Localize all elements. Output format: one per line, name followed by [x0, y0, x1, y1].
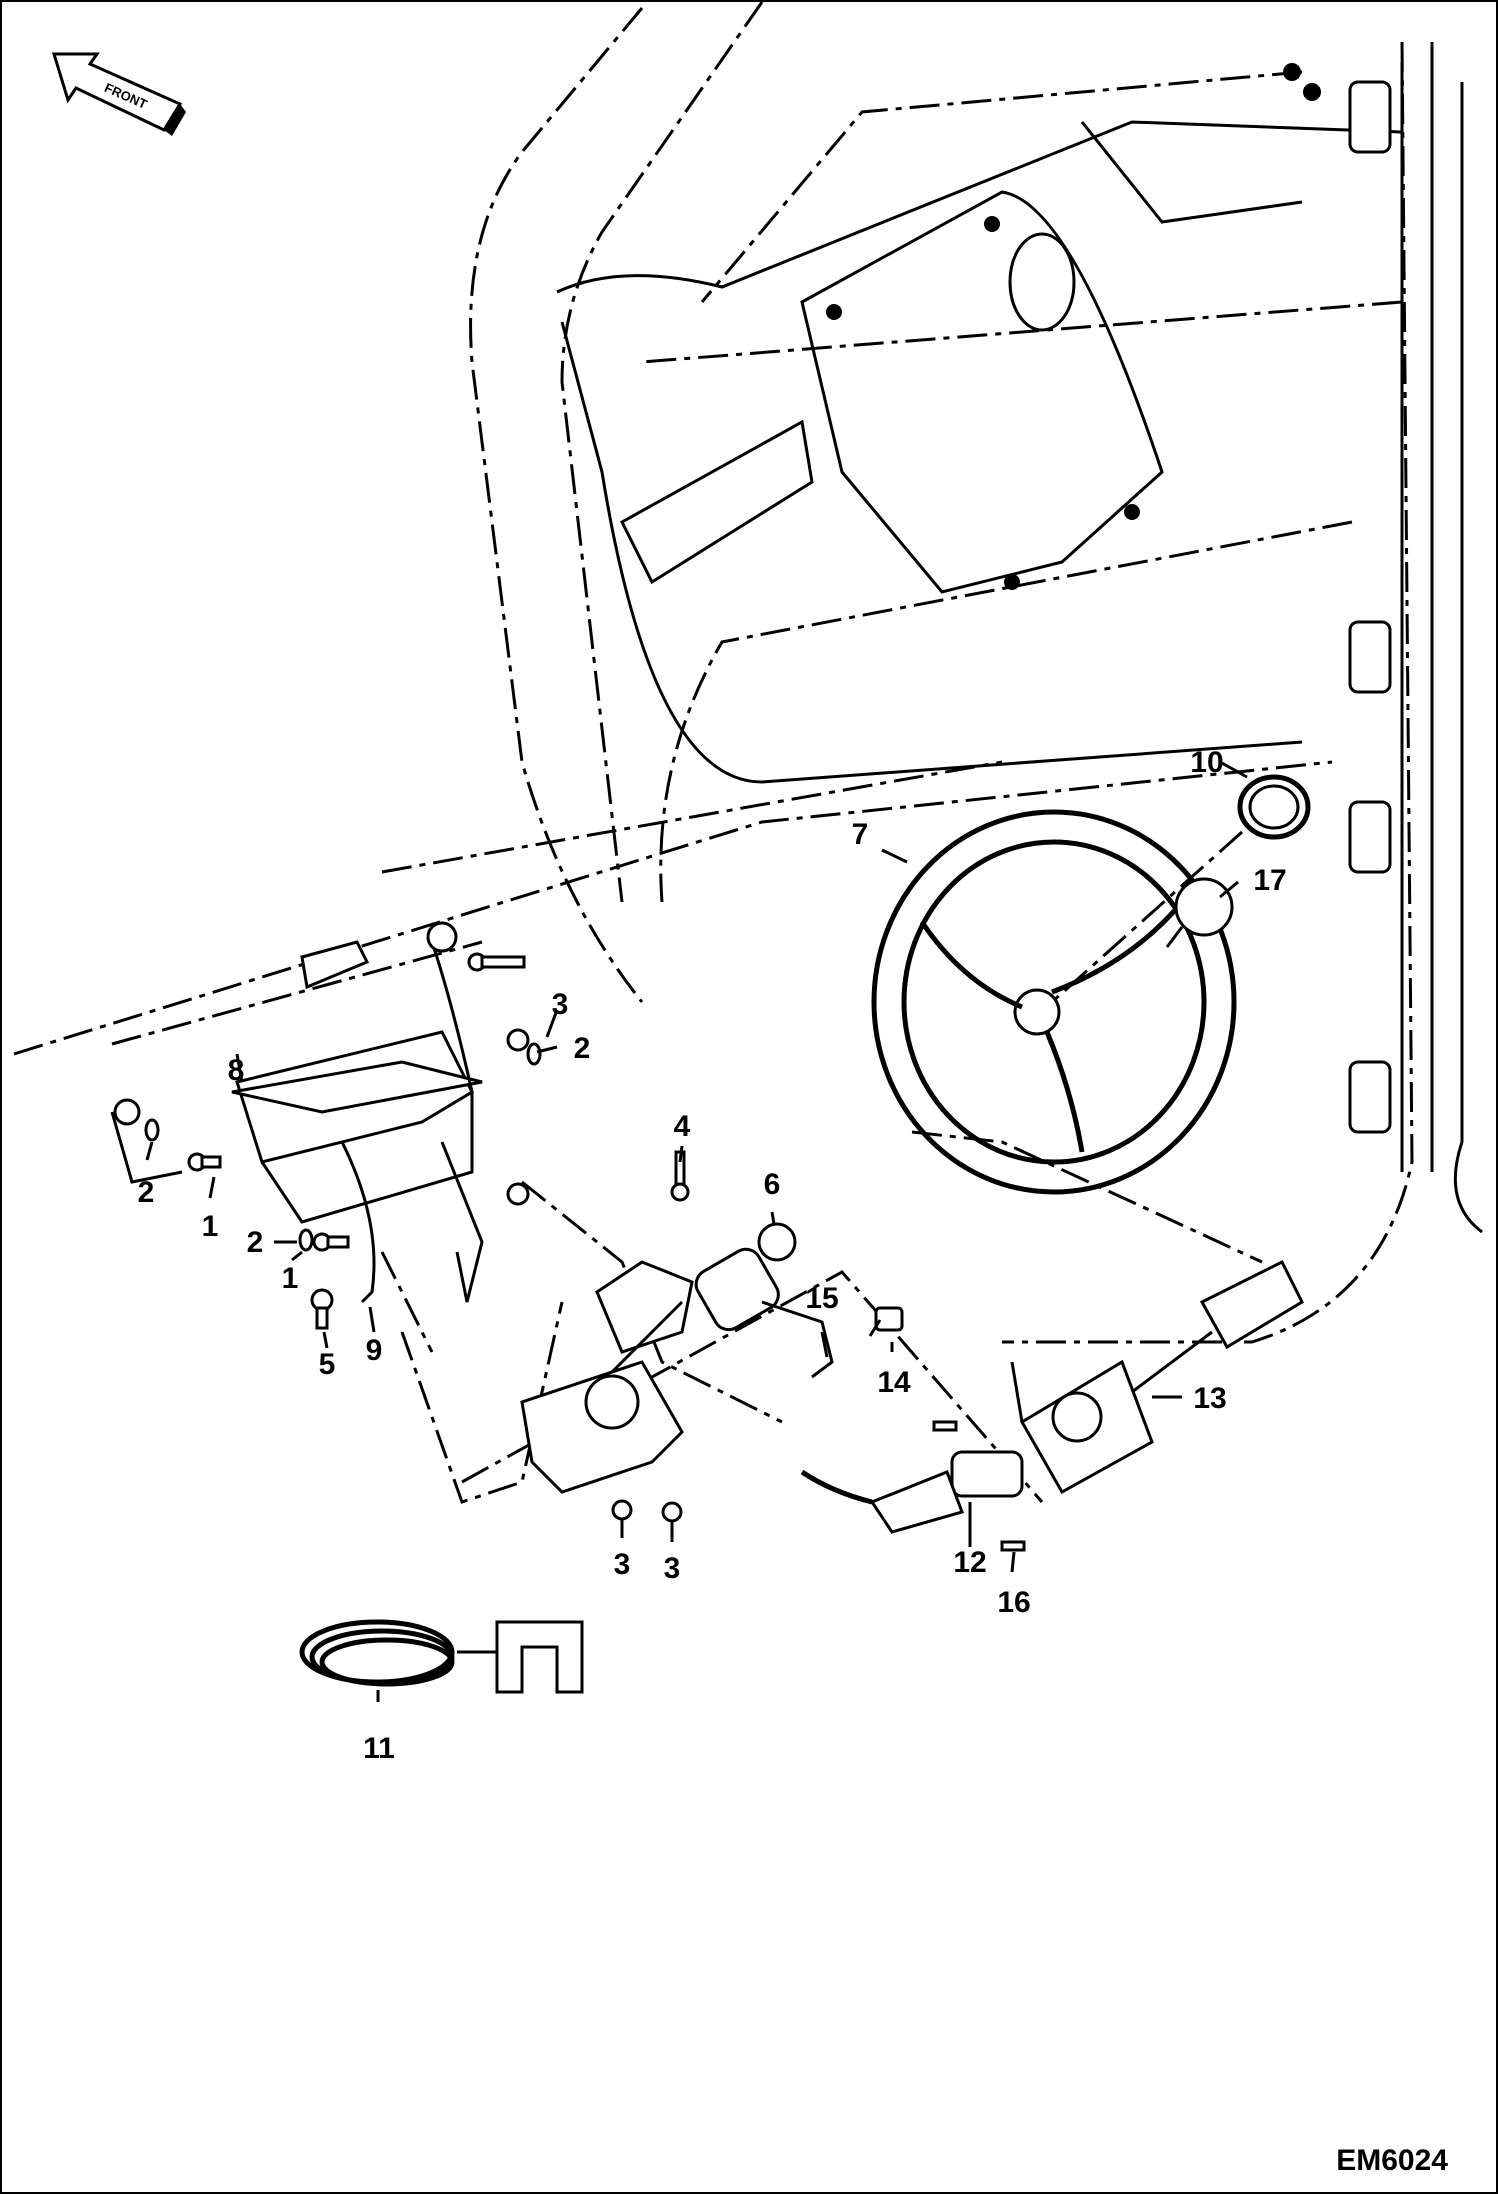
callout-2-mid: 2 — [247, 1226, 264, 1259]
callout-12: 12 — [953, 1546, 986, 1579]
callout-labels: 10 7 17 3 2 8 2 1 2 1 4 6 15 14 5 9 13 3… — [138, 746, 1287, 1765]
bolt-icon — [1000, 1540, 1026, 1552]
switch-icon — [868, 1306, 904, 1337]
bolt-icon — [187, 1152, 222, 1172]
diagram-reference-code: EM6024 — [1336, 2144, 1448, 2177]
steering-knob — [1165, 877, 1234, 948]
steering-wheel — [871, 809, 1237, 1195]
callout-17: 17 — [1253, 864, 1286, 897]
bolt-icon — [310, 1288, 334, 1330]
callout-3-bottom-right: 3 — [664, 1552, 681, 1585]
leader-lines — [145, 760, 1248, 1702]
control-valve-cable — [800, 1259, 1304, 1534]
hose-coil — [299, 1619, 455, 1687]
callout-3-bottom-left: 3 — [614, 1548, 631, 1581]
callout-1-mid: 1 — [282, 1262, 299, 1295]
washer-icon — [144, 1118, 160, 1142]
callout-7: 7 — [852, 818, 869, 851]
callout-3-top: 3 — [552, 988, 569, 1021]
bolt-icon — [312, 1232, 350, 1252]
callout-6: 6 — [764, 1168, 781, 1201]
bolt-icon — [467, 952, 526, 972]
nut-icon — [506, 1028, 530, 1052]
callout-5: 5 — [319, 1348, 336, 1381]
callout-2-top: 2 — [574, 1032, 591, 1065]
door-hinges — [1348, 80, 1392, 1134]
nut-icon — [611, 1499, 633, 1521]
callout-9: 9 — [366, 1334, 383, 1367]
callout-14: 14 — [877, 1366, 911, 1399]
callout-15: 15 — [805, 1282, 838, 1315]
bolt-icon — [932, 1420, 958, 1432]
steering-column-valve — [520, 1222, 834, 1494]
hose-clip-icon — [495, 1620, 584, 1694]
washer-icon — [526, 1042, 542, 1066]
front-arrow-icon: FRONT — [51, 52, 186, 136]
washer-icon — [298, 1228, 314, 1252]
panel-bolts — [826, 63, 1321, 590]
callout-13: 13 — [1193, 1382, 1226, 1415]
nut-icon — [506, 1182, 530, 1206]
cab-interior — [556, 42, 1483, 1234]
horn-cap — [1237, 774, 1311, 840]
callout-10: 10 — [1190, 746, 1223, 779]
callout-11: 11 — [363, 1732, 395, 1765]
callout-8: 8 — [228, 1054, 245, 1087]
pedal-bracket-assembly — [110, 921, 484, 1304]
nut-icon — [661, 1501, 683, 1523]
callout-2-left: 2 — [138, 1176, 155, 1209]
callout-4: 4 — [674, 1110, 691, 1143]
callout-1-left: 1 — [202, 1210, 219, 1243]
callout-16: 16 — [997, 1586, 1030, 1619]
